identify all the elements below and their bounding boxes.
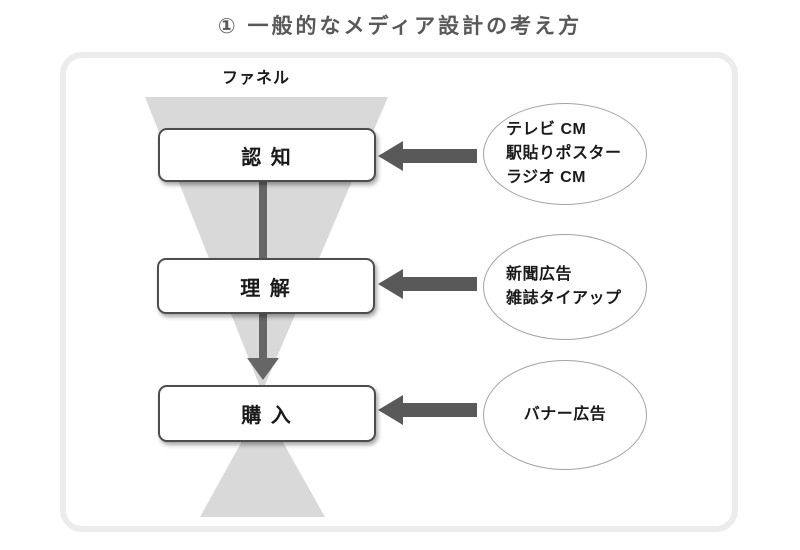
- page-title: ① 一般的なメディア設計の考え方: [217, 15, 583, 38]
- stage-box-understanding: 理 解: [157, 258, 375, 314]
- media-line: 駅貼りポスター: [506, 145, 622, 162]
- arrow-media-to-purchase: [378, 395, 477, 425]
- media-ellipse-awareness: テレビ CM 駅貼りポスター ラジオ CM: [483, 103, 647, 205]
- funnel-bottom-shape: [200, 405, 325, 517]
- diagram-frame: [60, 52, 738, 532]
- stage-label: 購 入: [241, 405, 293, 427]
- stage-box-awareness: 認 知: [158, 128, 376, 182]
- media-line: テレビ CM: [506, 121, 587, 138]
- media-ellipse-purchase: バナー広告: [483, 360, 647, 470]
- arrow-media-to-understanding: [378, 269, 477, 299]
- media-line: バナー広告: [523, 406, 607, 423]
- media-line: 新聞広告: [506, 266, 573, 283]
- media-line: 雑誌タイアップ: [506, 290, 622, 307]
- stage-box-purchase: 購 入: [158, 385, 376, 442]
- stage-label: 認 知: [241, 146, 293, 169]
- stage-label: 理 解: [240, 277, 292, 300]
- arrow-media-to-awareness: [378, 141, 477, 171]
- media-ellipse-understanding: 新聞広告 雑誌タイアップ: [483, 234, 647, 340]
- funnel-label: ファネル: [221, 70, 290, 87]
- media-line: ラジオ CM: [506, 169, 587, 186]
